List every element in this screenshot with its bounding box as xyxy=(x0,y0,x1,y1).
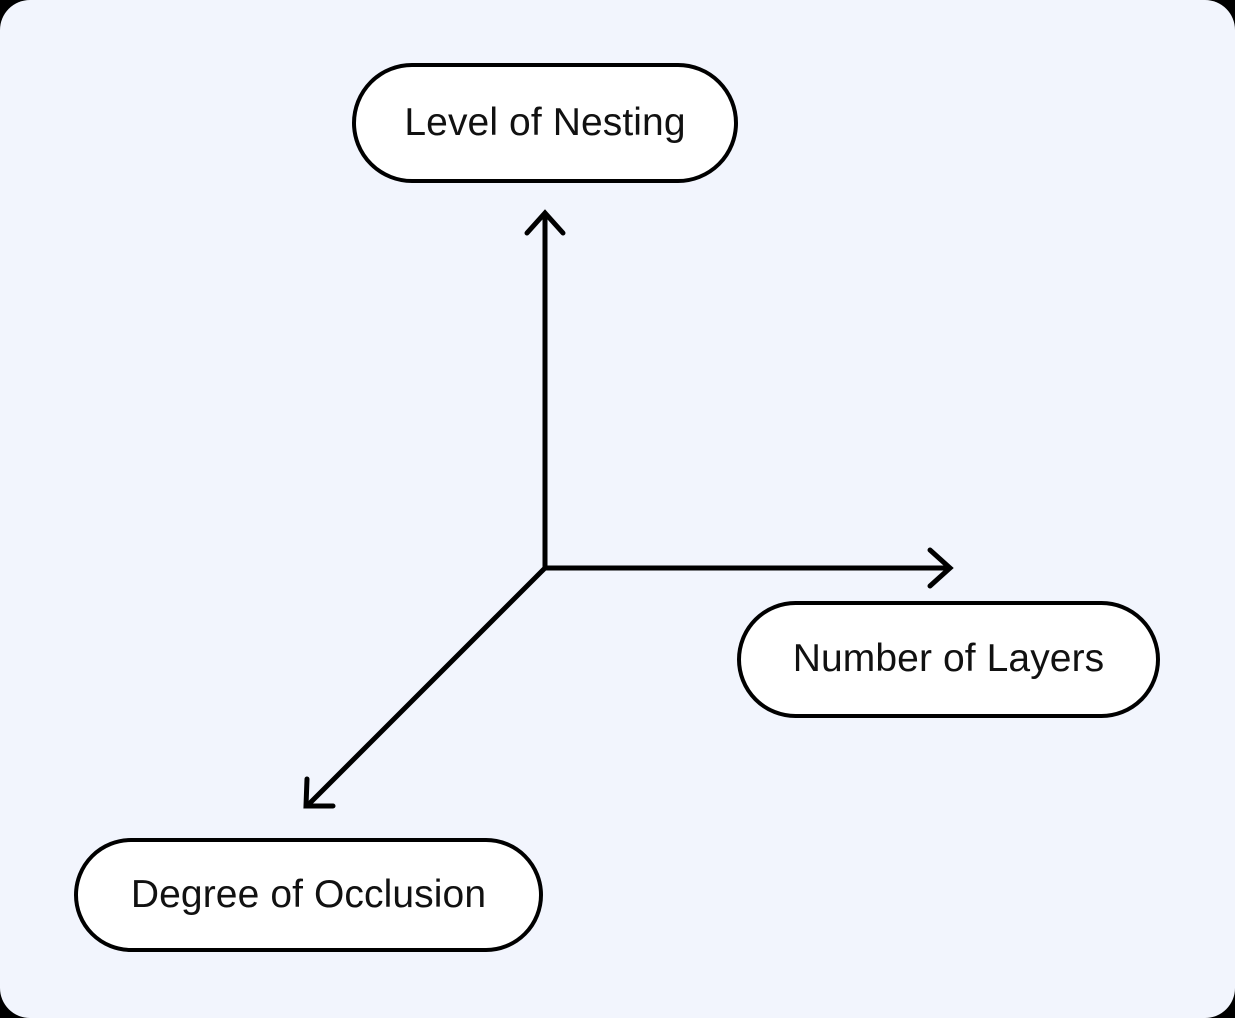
vertical-axis xyxy=(524,209,566,568)
node-degree-of-occlusion[interactable]: Degree of Occlusion xyxy=(74,838,543,952)
node-number-of-layers-label: Number of Layers xyxy=(792,637,1105,680)
node-level-of-nesting[interactable]: Level of Nesting xyxy=(352,63,738,183)
diagonal-axis xyxy=(303,566,547,809)
horizontal-axis-arrowhead-icon xyxy=(927,547,954,589)
node-degree-of-occlusion-label: Degree of Occlusion xyxy=(130,872,487,916)
horizontal-axis xyxy=(543,547,954,589)
diagonal-axis-line xyxy=(307,566,547,806)
node-number-of-layers[interactable]: Number of Layers xyxy=(737,601,1160,718)
node-level-of-nesting-label: Level of Nesting xyxy=(404,100,686,144)
vertical-axis-arrowhead-icon xyxy=(524,209,566,236)
diagonal-axis-arrowhead-icon xyxy=(303,776,336,809)
